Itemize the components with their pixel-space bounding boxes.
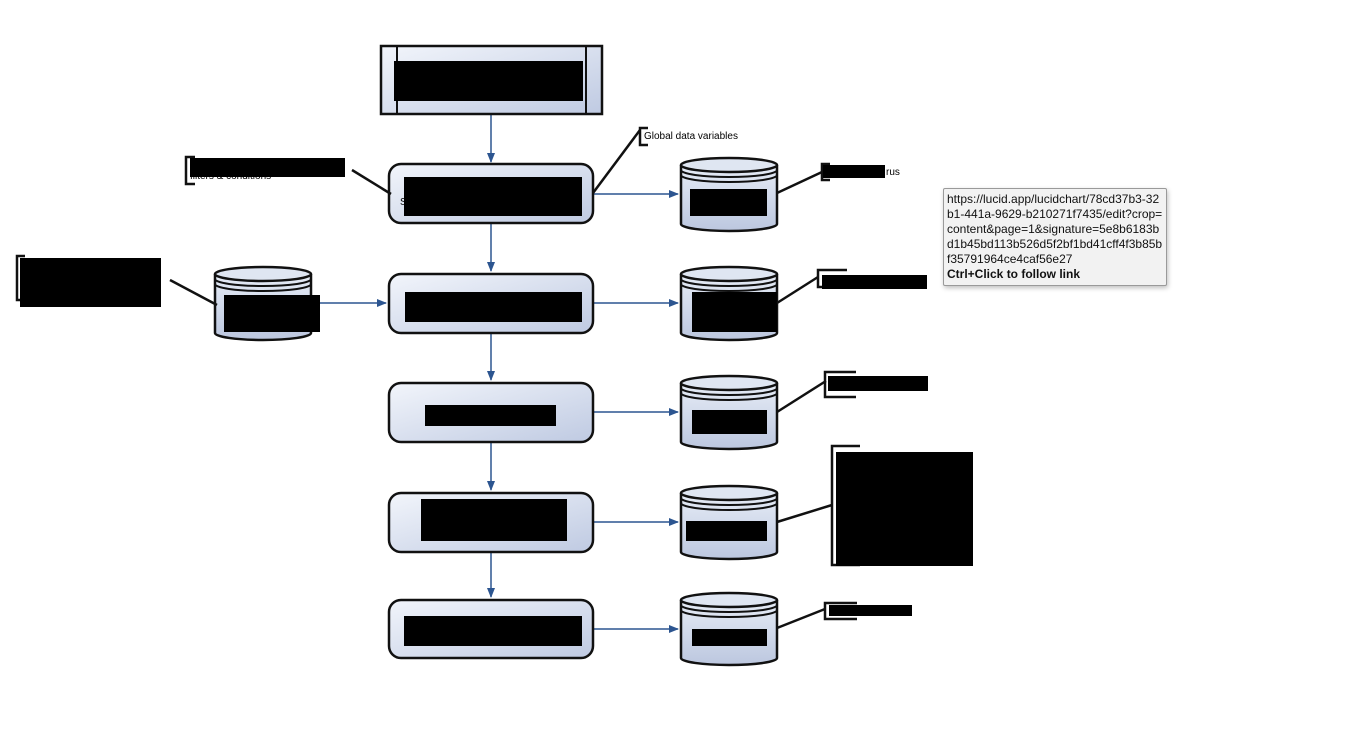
redacted-block [822,275,927,289]
data-store-2[interactable] [679,265,779,342]
store1-callout-partial-text: rus [886,167,900,178]
redacted-block [20,258,161,307]
link-tooltip: https://lucid.app/lucidchart/78cd37b3-32… [943,188,1167,286]
tooltip-url: https://lucid.app/lucidchart/78cd37b3-32… [947,192,1163,266]
redacted-block [404,616,582,646]
step1-partial-text: S [400,197,407,208]
filters-conditions-label: filters & conditions [190,171,271,182]
redacted-block [828,376,928,391]
redacted-block [425,405,556,426]
start-process-box[interactable] [379,44,604,116]
redacted-block [686,521,767,541]
process-step-5[interactable] [387,598,595,660]
process-step-4[interactable] [387,491,595,554]
redacted-block [224,295,320,332]
annotation-store-5[interactable] [776,601,912,630]
redacted-block [394,61,583,101]
annotation-filters-conditions[interactable]: filters & conditions [184,155,392,196]
global-data-variables-label: Global data variables [644,131,738,142]
data-store-4[interactable] [679,484,779,561]
redacted-block [829,605,912,616]
annotation-global-data-variables[interactable]: Global data variables [591,126,738,194]
process-step-3[interactable] [387,381,595,444]
redacted-block [404,177,582,216]
redacted-block [405,292,582,322]
annotation-store-2[interactable] [776,268,927,305]
process-step-2[interactable] [387,272,595,335]
data-store-3[interactable] [679,374,779,451]
redacted-block [421,499,567,541]
data-store-5[interactable] [679,591,779,667]
annotation-input-source[interactable] [15,254,218,307]
redacted-block [836,452,973,566]
annotation-store-1[interactable]: rus [776,162,900,195]
input-data-store[interactable] [213,265,320,342]
horizontal-arrows [312,190,679,633]
data-store-1[interactable] [679,156,779,233]
redacted-block [690,189,767,216]
annotation-store-3[interactable] [776,370,928,414]
redacted-block [692,292,777,332]
process-step-1[interactable]: S [387,162,595,225]
annotation-store-4[interactable] [776,444,973,567]
redacted-block [692,410,767,434]
tooltip-hint: Ctrl+Click to follow link [947,267,1081,281]
redacted-block [823,165,885,178]
redacted-block [692,629,767,646]
redacted-block [190,158,345,177]
